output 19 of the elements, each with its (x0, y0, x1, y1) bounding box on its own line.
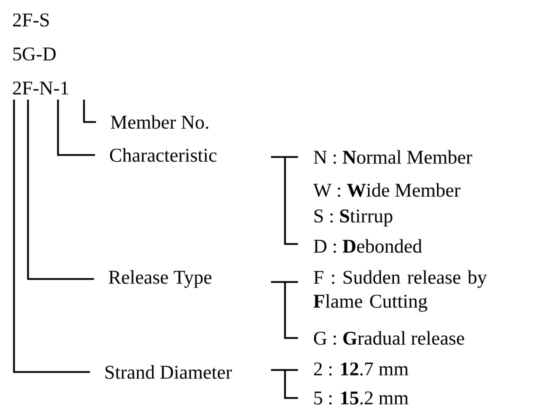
category-label: Member No. (110, 115, 208, 129)
code-text: 2F-N-1 (13, 82, 68, 94)
category-label: Characteristic (110, 148, 216, 162)
connector-line (57, 100, 95, 156)
category-label: Strand Diameter (106, 365, 232, 379)
option-label: W : Wide Member (313, 183, 460, 197)
option-label: F : Sudden release by Flame Cutting (314, 270, 487, 312)
option-label: N : Normal Member (314, 150, 472, 164)
option-label: G : Gradual release (314, 331, 464, 345)
option-label: 5 : 15.2 mm (314, 391, 408, 405)
connector-line (27, 100, 94, 280)
option-label: D : Debonded (314, 239, 422, 253)
connector-line (83, 100, 96, 123)
code-text: 2F-S (13, 13, 49, 27)
option-label: 2 : 12.7 mm (314, 362, 408, 376)
category-label: Release Type (108, 270, 212, 288)
code-text: 5G-D (13, 47, 56, 61)
connector-line (13, 100, 90, 373)
option-label: S : Stirrup (314, 210, 392, 226)
